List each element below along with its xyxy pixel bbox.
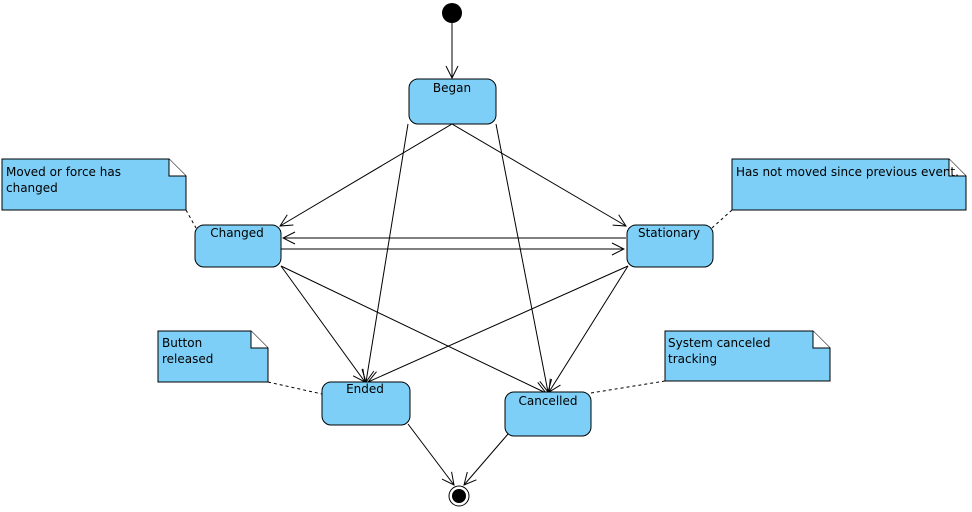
initial-node [442, 3, 462, 23]
transition-began-stationary [451, 123, 626, 226]
transition-stationary-ended [368, 265, 629, 382]
state-label-changed: Changed [210, 226, 264, 240]
note-text-changed-line2: changed [6, 181, 58, 195]
transitions [280, 22, 629, 485]
note-text-stationary-line1: Has not moved since previous event. [736, 165, 959, 179]
note-text-ended-line2: released [162, 352, 213, 366]
transition-changed-ended [280, 265, 365, 382]
state-changed: Changed [194, 224, 282, 268]
transition-began-cancelled [495, 123, 548, 392]
state-label-began: Began [433, 81, 471, 95]
note-connector-changed [185, 209, 197, 229]
note-text-changed-line1: Moved or force has [6, 165, 121, 179]
state-label-ended: Ended [346, 382, 384, 396]
transition-stationary-cancelled [549, 265, 629, 392]
note-connector-cancelled [590, 380, 666, 394]
note-text-ended-line1: Button [162, 336, 202, 350]
state-began: Began [408, 78, 497, 125]
transition-changed-cancelled [280, 265, 546, 393]
transition-began-changed [280, 123, 453, 226]
state-label-stationary: Stationary [638, 226, 700, 240]
state-label-cancelled: Cancelled [519, 394, 578, 408]
transition-cancelled-final [464, 433, 509, 485]
final-node [448, 485, 470, 507]
note-stationary: Has not moved since previous event. [731, 158, 967, 211]
transition-began-ended [366, 123, 409, 382]
note-ended: Button released [157, 330, 269, 383]
note-cancelled: System canceled tracking [664, 330, 831, 382]
note-connector-stationary [711, 209, 733, 229]
note-connector-ended [267, 381, 323, 395]
note-changed: Moved or force has changed [1, 158, 187, 211]
note-text-cancelled-line2: tracking [668, 352, 717, 366]
state-stationary: Stationary [626, 224, 714, 268]
transition-ended-final [407, 423, 454, 485]
note-text-cancelled-line1: System canceled [668, 336, 770, 350]
state-cancelled: Cancelled [504, 391, 592, 437]
state-ended: Ended [321, 381, 411, 426]
